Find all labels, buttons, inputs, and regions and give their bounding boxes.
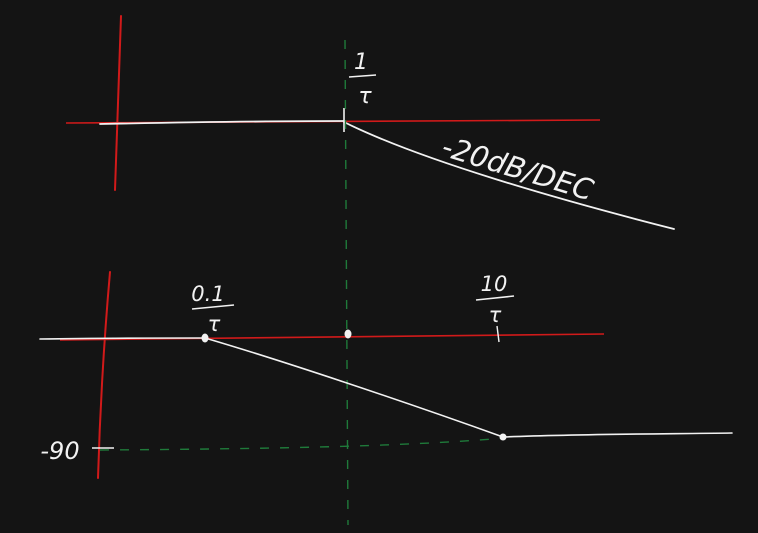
low-label-numerator: 0.1 — [191, 282, 224, 306]
high-break-point — [499, 433, 507, 441]
slope-label: -20dB/DEC — [438, 129, 598, 207]
corner-frequency-guide — [344, 39, 349, 526]
low-label-denominator: τ — [208, 312, 221, 336]
magnitude-slope-asymptote — [343, 121, 675, 230]
corner-point — [344, 329, 352, 339]
phase-curve-transition — [204, 337, 504, 438]
low-label-fraction-bar — [191, 304, 235, 310]
high-label-denominator: τ — [489, 303, 502, 327]
corner-label-numerator: 1 — [354, 50, 368, 75]
phase-curve-high — [502, 432, 733, 438]
high-label-numerator: 10 — [481, 272, 508, 296]
phase-value-label: -90 — [40, 437, 79, 465]
magnitude-flat-asymptote — [99, 120, 345, 125]
phase-plot: 0.1 τ 10 τ -90 — [39, 271, 733, 479]
phase-vertical-axis — [97, 271, 111, 479]
phase-minus90-guide — [99, 437, 506, 451]
phase-zero-line — [59, 333, 605, 341]
high-label-fraction-bar — [475, 295, 515, 301]
magnitude-plot: 1 τ -20dB/DEC — [65, 15, 675, 230]
phase-curve-low — [39, 337, 206, 340]
low-break-point — [201, 333, 209, 343]
high-tick — [496, 325, 500, 343]
corner-label-denominator: τ — [358, 84, 372, 109]
magnitude-vertical-axis — [114, 15, 122, 191]
corner-label-fraction-bar — [348, 74, 377, 78]
